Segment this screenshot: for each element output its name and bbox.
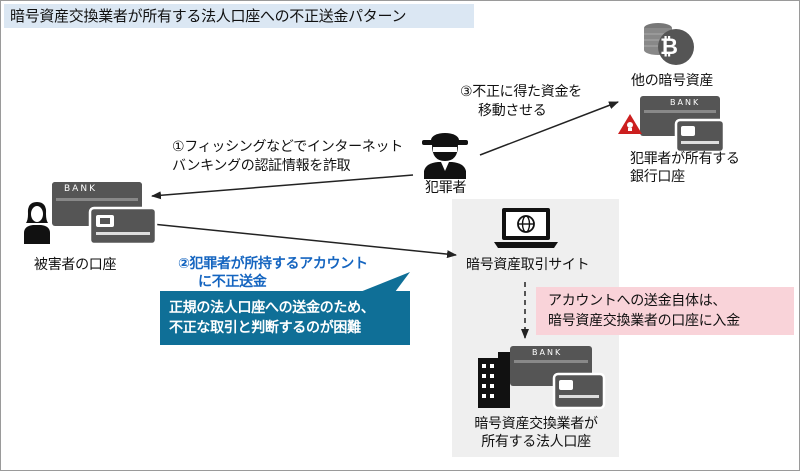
victim-bank-icon (52, 182, 158, 246)
exchange-account-line1: 暗号資産交換業者が (474, 416, 598, 432)
diagram-title: 暗号資産交換業者が所有する法人口座への不正送金パターン (4, 4, 474, 28)
step1-line1: ①フィッシングなどでインターネット (172, 139, 403, 155)
step2-line2: に不正送金 (198, 274, 267, 290)
victim-person-icon (24, 202, 50, 244)
callout-blue: 正規の法人口座への送金のため、 不正な取引と判断するのが困難 (160, 291, 410, 345)
callout-pink: アカウントへの送金自体は、 暗号資産交換業者の口座に入金 (536, 287, 794, 335)
callout-blue-line2: 不正な取引と判断するのが困難 (169, 320, 361, 336)
criminal-label: 犯罪者 (425, 180, 467, 196)
victim-label: 被害者の口座 (34, 257, 117, 273)
bitcoin-symbol: ₿ (660, 35, 678, 60)
laptop-globe-icon (494, 208, 558, 248)
callout-pink-line2: 暗号資産交換業者の口座に入金 (548, 313, 740, 329)
step3-line1: ③不正に得た資金を (460, 84, 582, 100)
victim-bank-label: BANK (64, 184, 97, 194)
step3-line2: 移動させる (478, 103, 547, 119)
callout-pink-line1: アカウントへの送金自体は、 (548, 293, 727, 309)
callout-blue-line1: 正規の法人口座への送金のため、 (169, 300, 375, 316)
exchange-bank-icon (510, 346, 606, 410)
step1-line2: バンキングの認証情報を詐取 (172, 158, 351, 174)
arrow-transfer (151, 223, 457, 259)
step2-line1: ②犯罪者が所持するアカウント (178, 256, 368, 272)
criminal-bank-icon (618, 96, 726, 154)
criminal-icon (422, 133, 468, 179)
other-assets-label: 他の暗号資産 (631, 73, 714, 89)
coins-icon (644, 23, 694, 65)
criminal-bank-line2: 銀行口座 (630, 169, 685, 185)
building-icon (478, 352, 510, 408)
criminal-bank-line1: 犯罪者が所有する (630, 151, 740, 167)
exchange-bank-text: BANK (532, 348, 563, 357)
criminal-bank-text: BANK (670, 98, 701, 107)
exchange-account-line2: 所有する法人口座 (481, 434, 591, 450)
exchange-site-label: 暗号資産取引サイト (466, 257, 590, 273)
arrow-phishing (151, 174, 414, 200)
arrow-move-funds (479, 101, 619, 156)
